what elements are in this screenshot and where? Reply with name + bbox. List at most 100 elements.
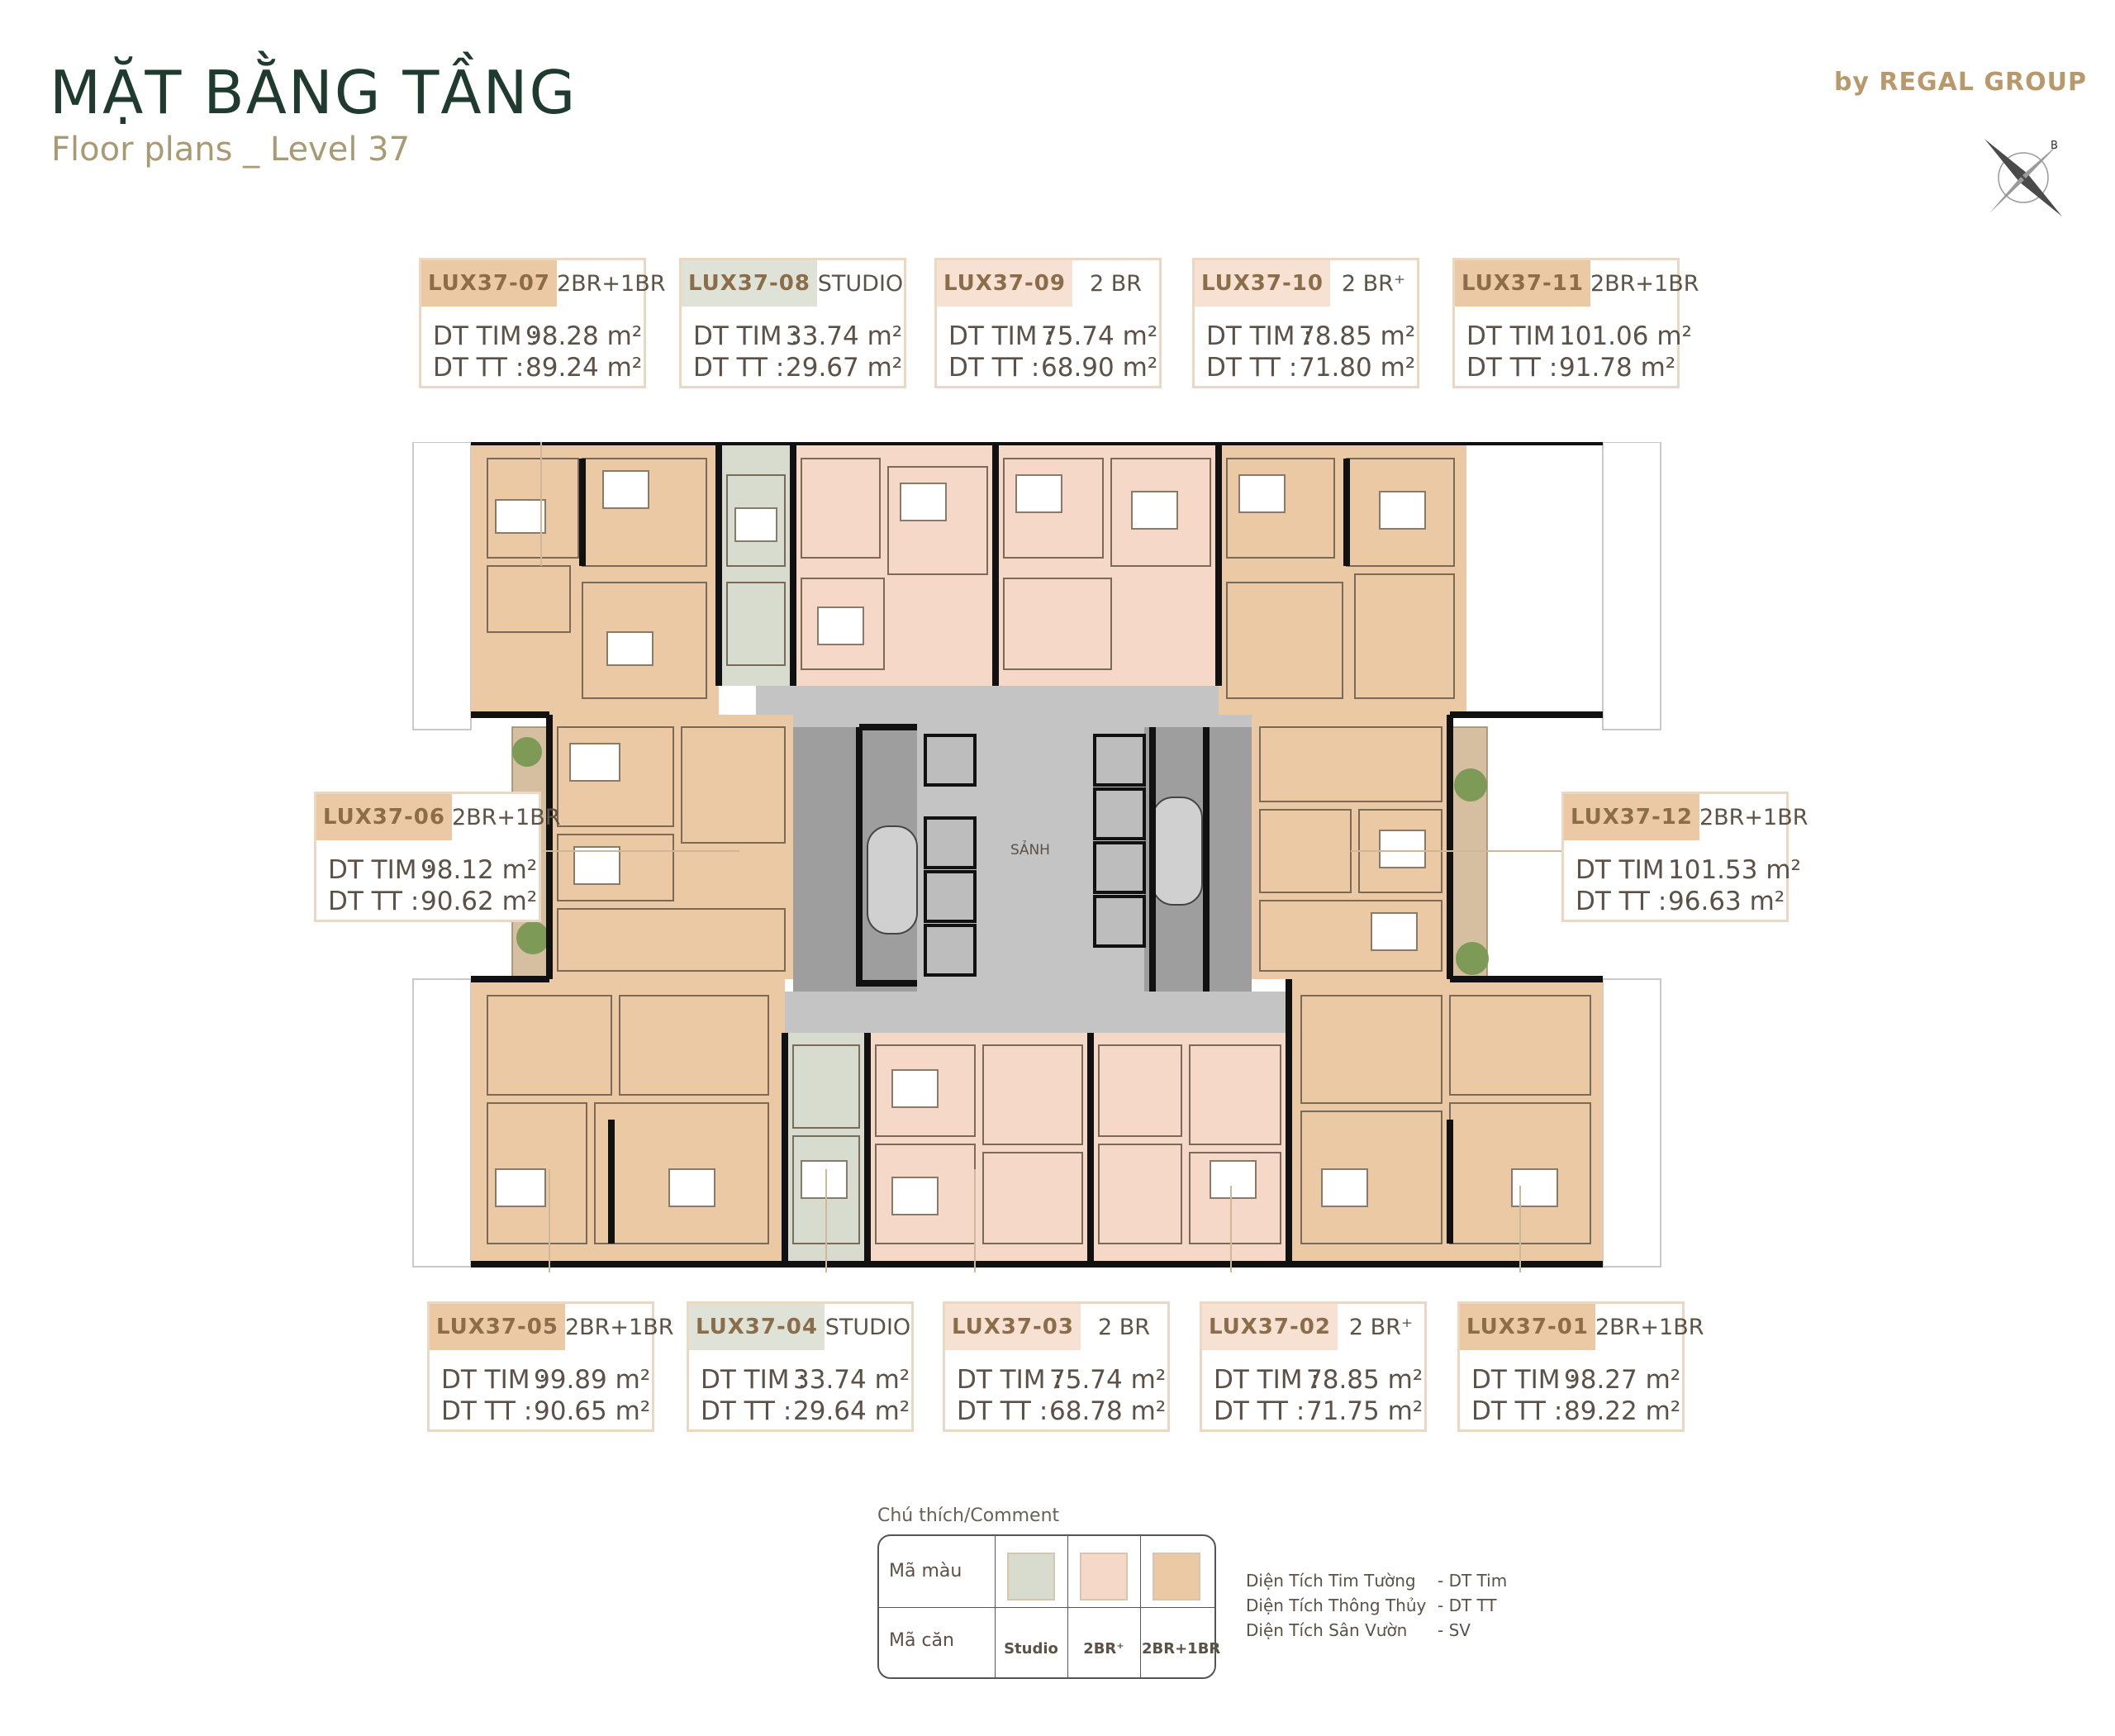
note-abbr: - DT Tim [1438, 1571, 1508, 1591]
dt-tt-label: DT TT : [701, 1396, 792, 1426]
unit-type: STUDIO [825, 1314, 911, 1340]
unit-lux37-01 [1289, 979, 1603, 1264]
note-name: Diện Tích Tim Tường [1246, 1571, 1416, 1591]
unit-code: LUX37-11 [1455, 260, 1590, 307]
dt-tim-label: DT TIM : [433, 321, 539, 351]
dt-tim-label: DT TIM : [1214, 1365, 1319, 1395]
page-title: MẶT BẰNG TẦNG [50, 58, 577, 127]
note-name: Diện Tích Thông Thủy [1246, 1596, 1427, 1615]
legend-notes: Diện Tích Tim Tường - DT Tim Diện Tích Th… [1246, 1568, 1507, 1643]
note-row: Diện Tích Sân Vườn- SV [1246, 1618, 1507, 1643]
dt-tim-value: 98.27 m² [1564, 1365, 1681, 1395]
unit-type: 2 BR⁺ [1348, 1314, 1414, 1340]
stair-right [1152, 797, 1203, 906]
dt-tt-value: 90.62 m² [421, 887, 538, 916]
dt-tim-label: DT TIM : [1576, 855, 1681, 885]
unit-type: 2BR+1BR [1699, 804, 1808, 830]
dt-tim-label: DT TIM : [1466, 321, 1572, 351]
balcony-outline-top-right [1602, 442, 1661, 730]
page-subtitle: Floor plans _ Level 37 [51, 131, 411, 169]
unit-code: LUX37-12 [1564, 794, 1699, 840]
unit-lux37-08 [719, 442, 793, 686]
stair-left [867, 825, 918, 935]
unit-lux37-02 [1091, 1033, 1289, 1264]
dt-tt-value: 89.22 m² [1564, 1396, 1681, 1426]
party-walls [579, 442, 1453, 1264]
dt-tt-value: 71.75 m² [1306, 1396, 1423, 1426]
unit-type: 2BR+1BR [1595, 1314, 1704, 1340]
lift-3 [924, 870, 977, 923]
lift-6 [1093, 787, 1146, 840]
unit-lux37-03 [867, 1033, 1091, 1264]
note-name: Diện Tích Sân Vườn [1246, 1620, 1408, 1640]
legend-divider [879, 1607, 1214, 1608]
legend-swatch-2br-1br [1153, 1553, 1200, 1600]
dt-tt-label: DT TT : [948, 353, 1040, 383]
legend-divider [1067, 1536, 1068, 1677]
dt-tt-value: 91.78 m² [1559, 353, 1676, 383]
dt-tt-label: DT TT : [441, 1396, 533, 1426]
lift-4 [924, 924, 977, 977]
dt-tim-label: DT TIM : [1206, 321, 1312, 351]
dt-tim-label: DT TIM : [1471, 1365, 1577, 1395]
note-row: Diện Tích Tim Tường - DT Tim [1246, 1568, 1507, 1593]
unit-lux37-09 [793, 442, 996, 686]
balcony-outline-bottom-right [1602, 978, 1661, 1268]
dt-tim-value: 98.12 m² [421, 855, 538, 885]
unit-code: LUX37-04 [689, 1304, 825, 1350]
dt-tt-value: 68.78 m² [1049, 1396, 1167, 1426]
lift-5 [1093, 734, 1146, 787]
dt-tt-label: DT TT : [1214, 1396, 1305, 1426]
legend-swatch-2br-plus [1080, 1553, 1128, 1600]
dt-tt-value: 68.90 m² [1041, 353, 1158, 383]
dt-tim-value: 101.53 m² [1668, 855, 1801, 885]
legend-code-row-label: Mã căn [889, 1630, 954, 1651]
unit-code: LUX37-10 [1195, 260, 1330, 307]
dt-tim-value: 98.28 m² [525, 321, 643, 351]
dt-tt-value: 71.80 m² [1299, 353, 1416, 383]
unit-code: LUX37-09 [937, 260, 1072, 307]
unit-type: 2BR+1BR [564, 1314, 674, 1340]
unit-lux37-11 [1219, 442, 1466, 715]
unit-code: LUX37-05 [430, 1304, 565, 1350]
dt-tt-value: 29.64 m² [793, 1396, 910, 1426]
lift-1 [924, 734, 977, 787]
dt-tt-label: DT TT : [957, 1396, 1048, 1426]
unit-code: LUX37-03 [945, 1304, 1081, 1350]
unit-type: STUDIO [817, 270, 904, 297]
legend-color-row-label: Mã màu [889, 1561, 962, 1581]
lift-2 [924, 816, 977, 869]
unit-code: LUX37-07 [421, 260, 557, 307]
legend: Mã màu Mã căn Studio 2BR⁺ 2BR+1BR [877, 1534, 1220, 1679]
dt-tt-label: DT TT : [1576, 887, 1667, 916]
dt-tim-label: DT TIM : [957, 1365, 1062, 1395]
compass-icon: B [1984, 139, 2062, 216]
dt-tt-label: DT TT : [328, 887, 420, 916]
note-row: Diện Tích Thông Thủy- DT TT [1246, 1593, 1507, 1618]
dt-tim-value: 33.74 m² [786, 321, 903, 351]
unit-code: LUX37-08 [682, 260, 817, 307]
unit-code: LUX37-06 [316, 794, 452, 840]
compass-letter: B [2051, 140, 2058, 152]
dt-tim-label: DT TIM : [328, 855, 434, 885]
dt-tt-value: 89.24 m² [525, 353, 643, 383]
unit-lux37-07 [471, 442, 719, 715]
dt-tt-label: DT TT : [693, 353, 785, 383]
dt-tt-value: 29.67 m² [786, 353, 903, 383]
dt-tt-value: 90.65 m² [534, 1396, 651, 1426]
dt-tt-value: 96.63 m² [1668, 887, 1785, 916]
unit-type: 2 BR [1097, 1314, 1150, 1340]
unit-lux37-10 [996, 442, 1219, 686]
balcony-outline-bottom-left [412, 978, 472, 1268]
unit-type: 2 BR⁺ [1341, 270, 1406, 297]
dt-tim-label: DT TIM : [693, 321, 799, 351]
